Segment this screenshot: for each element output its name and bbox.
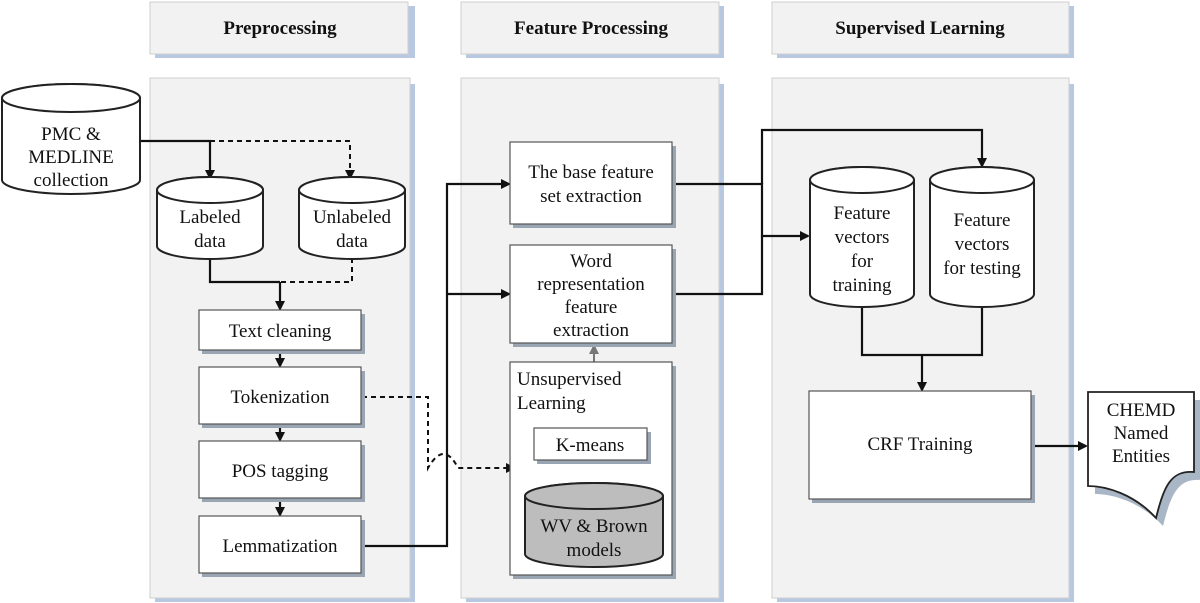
- output-label-line3: Entities: [1112, 446, 1170, 467]
- lemmatization-step: Lemmatization: [198, 515, 365, 577]
- wv-brown-models-store: WV & Brown models: [524, 482, 664, 568]
- text-cleaning-label: Text cleaning: [229, 321, 332, 342]
- training-vectors-label-line2: vectors: [835, 227, 890, 248]
- word-representation-label-line4: extraction: [553, 320, 629, 341]
- arrow-base-features-to-vectors: [672, 182, 810, 241]
- unsupervised-label-line1: Unsupervised: [517, 369, 622, 390]
- crf-training-step: CRF Training: [808, 390, 1035, 503]
- pmc-medline-collection: PMC & MEDLINE collection: [1, 83, 141, 195]
- output-label-line1: CHEMD: [1107, 400, 1176, 421]
- lane-header-feature-processing: Feature Processing: [460, 1, 724, 58]
- unlabeled-data-store: Unlabeled data: [298, 176, 406, 260]
- lemmatization-label: Lemmatization: [222, 536, 338, 557]
- base-feature-extraction-step: The base feature set extraction: [509, 141, 676, 228]
- testing-vectors-label-line2: vectors: [955, 234, 1010, 255]
- arrow-labeled-to-merge: [208, 258, 280, 284]
- tokenization-step: Tokenization: [198, 366, 365, 428]
- base-feature-label-line2: set extraction: [540, 186, 642, 207]
- labeled-data-store: Labeled data: [156, 176, 264, 260]
- lane-title-supervised-learning: Supervised Learning: [835, 18, 1005, 39]
- chemd-named-entities-output: CHEMD Named Entities: [1087, 391, 1200, 526]
- unsupervised-label-line2: Learning: [517, 393, 586, 414]
- document-icon: [1087, 391, 1195, 520]
- arrow-word-representation-to-vectors: [672, 236, 764, 296]
- training-vectors-label-line3: for: [851, 251, 874, 272]
- models-label-line1: WV & Brown: [540, 516, 648, 537]
- word-representation-label-line2: representation: [537, 274, 645, 295]
- word-representation-extraction-step: Word representation feature extraction: [509, 244, 676, 347]
- lane-header-preprocessing: Preprocessing: [149, 1, 415, 58]
- arrow-lemmatization-to-base-features: [362, 179, 511, 548]
- text-cleaning-step: Text cleaning: [198, 309, 365, 354]
- crf-training-label: CRF Training: [867, 434, 973, 455]
- kmeans-step: K-means: [533, 427, 651, 464]
- arrow-unlabeled-to-merge: [280, 258, 353, 283]
- training-vectors-label-line1: Feature: [834, 203, 891, 224]
- testing-vectors-label-line1: Feature: [954, 210, 1011, 231]
- pos-tagging-label: POS tagging: [232, 461, 329, 482]
- labeled-label-line2: data: [194, 231, 226, 252]
- arrow-features-to-testing-vectors: [760, 128, 987, 184]
- output-label-line2: Named: [1114, 423, 1169, 444]
- testing-vectors-store: Feature vectors for testing: [929, 166, 1035, 308]
- pmc-label-line3: collection: [34, 170, 109, 191]
- arrow-tokenization-to-unsupervised: [362, 396, 516, 473]
- pmc-label-line2: MEDLINE: [28, 147, 113, 168]
- kmeans-label: K-means: [556, 435, 625, 456]
- training-vectors-label-line4: training: [832, 275, 892, 296]
- base-feature-label-line1: The base feature: [528, 162, 654, 183]
- training-vectors-store: Feature vectors for training: [809, 166, 915, 308]
- lane-header-supervised-learning: Supervised Learning: [771, 1, 1074, 58]
- lane-supervised-learning: [771, 77, 1070, 599]
- unsupervised-learning-panel: Unsupervised Learning K-means WV & Brown…: [509, 361, 676, 579]
- word-representation-label-line3: feature: [565, 297, 618, 318]
- models-label-line2: models: [567, 540, 622, 561]
- lane-title-preprocessing: Preprocessing: [223, 18, 337, 39]
- unlabeled-label-line2: data: [336, 231, 368, 252]
- pmc-label-line1: PMC &: [41, 124, 101, 145]
- lane-title-feature-processing: Feature Processing: [514, 18, 668, 39]
- unlabeled-label-line1: Unlabeled: [313, 207, 392, 228]
- arrow-pmc-to-unlabeled: [210, 140, 355, 180]
- testing-vectors-label-line3: for testing: [943, 258, 1021, 279]
- pos-tagging-step: POS tagging: [198, 440, 365, 502]
- labeled-label-line1: Labeled: [179, 207, 241, 228]
- tokenization-label: Tokenization: [231, 387, 330, 408]
- word-representation-label-line1: Word: [570, 251, 612, 272]
